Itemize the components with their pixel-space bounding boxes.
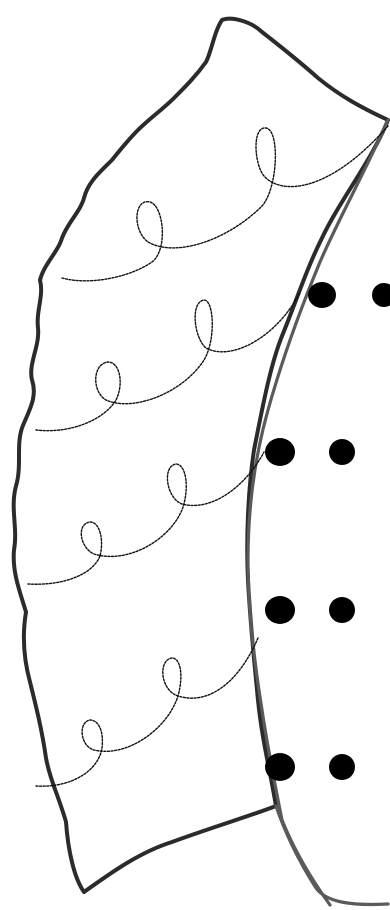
dot-row-2-right <box>329 439 355 465</box>
dot-row-4-right <box>329 754 355 780</box>
lower-tail-edge <box>276 806 388 904</box>
dot-row-1-left <box>308 282 336 308</box>
dot-row-3-left <box>265 596 295 624</box>
dot-row-3-right <box>329 597 355 623</box>
dot-row-1-right <box>372 283 390 307</box>
dot-row-4-left <box>265 753 295 781</box>
dot-row-2-left <box>265 438 295 466</box>
